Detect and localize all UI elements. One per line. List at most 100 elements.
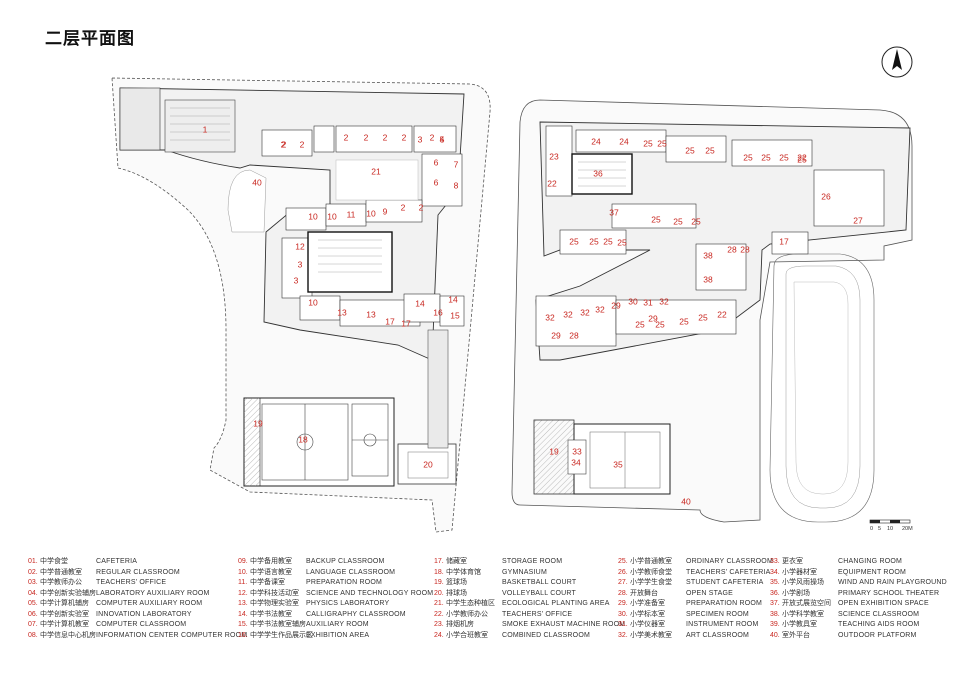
room-label-left-21: 10 xyxy=(366,208,376,218)
legend-chinese-label: 中学体育馆 xyxy=(446,568,481,576)
north-arrow-icon xyxy=(881,46,913,78)
room-label-right-40: 25 xyxy=(698,312,708,322)
legend-english-label: PRIMARY SCHOOL THEATER xyxy=(838,589,940,597)
room-label-left-4: 2 xyxy=(364,132,369,142)
legend-chinese-label: 开放舞台 xyxy=(630,589,658,597)
legend-number: 21. xyxy=(434,600,444,607)
room-label-right-42: 29 xyxy=(648,313,658,323)
legend-number: 29. xyxy=(618,600,628,607)
legend-chinese-label: 小学器材室 xyxy=(782,568,817,576)
room-label-left-5: 2 xyxy=(383,132,388,142)
room-label-left-27: 3 xyxy=(294,275,299,285)
legend-english-label: ORDINARY CLASSROOM xyxy=(686,558,773,565)
legend-number: 25. xyxy=(618,558,628,565)
legend-english-label: BASKETBALL COURT xyxy=(502,579,577,586)
room-label-right-33: 29 xyxy=(611,300,621,310)
room-label-right-16: 25 xyxy=(651,214,661,224)
legend-number: 05. xyxy=(28,600,38,607)
legend-chinese-label: 中学书法教室辅房 xyxy=(250,621,306,628)
legend-chinese-label: 小学学生食堂 xyxy=(630,579,672,586)
legend-number: 26. xyxy=(618,568,628,576)
legend-chinese-label: 中学创新实验室 xyxy=(40,610,89,618)
legend-chinese-label: 小学普通教室 xyxy=(630,558,672,565)
room-label-left-16: 6 xyxy=(434,177,439,187)
legend-chinese-label: 储藏室 xyxy=(446,558,467,565)
legend-item: 37.开放式展览空间 OPEN EXHIBITION SPACE xyxy=(770,599,947,610)
legend-number: 18. xyxy=(434,568,444,576)
right-campus-plan xyxy=(511,99,913,523)
room-label-right-46: 35 xyxy=(613,459,623,469)
legend-english-label: SCIENCE CLASSROOM xyxy=(838,610,920,618)
legend-chinese-label: 中学创新实验辅房 xyxy=(40,589,96,597)
legend-number: 15. xyxy=(238,621,248,628)
legend-english-label: STUDENT CAFETERIA xyxy=(686,579,764,586)
legend-english-label: OPEN EXHIBITION SPACE xyxy=(838,600,929,607)
legend-chinese-label: 篮球场 xyxy=(446,579,467,586)
room-label-right-9: 25 xyxy=(743,152,753,162)
legend-chinese-label: 排球场 xyxy=(446,589,467,597)
legend-english-label: SPECIMEN ROOM xyxy=(686,610,749,618)
legend-number: 37. xyxy=(770,600,780,607)
room-label-right-4: 25 xyxy=(685,145,695,155)
room-label-right-14: 26 xyxy=(821,191,831,201)
legend-number: 10. xyxy=(238,568,248,576)
legend-english-label: COMBINED CLASSROOM xyxy=(502,631,590,639)
legend-chinese-label: 小学合班教室 xyxy=(446,631,488,639)
legend-english-label: REGULAR CLASSROOM xyxy=(96,568,180,576)
room-label-left-34: 16 xyxy=(433,307,443,317)
room-label-right-2: 25 xyxy=(643,138,653,148)
room-label-left-37: 18 xyxy=(298,434,308,444)
legend-english-label: CAFETERIA xyxy=(96,558,138,565)
room-label-right-30: 32 xyxy=(563,309,573,319)
room-label-left-14: 6 xyxy=(434,157,439,167)
legend-chinese-label: 开放式展览空间 xyxy=(782,600,831,607)
room-label-left-24: 2 xyxy=(419,202,424,212)
legend-chinese-label: 小学科学教室 xyxy=(782,610,824,618)
legend-number: 06. xyxy=(28,610,38,618)
scale-label-20m: 20M xyxy=(902,526,913,532)
legend-number: 22. xyxy=(434,610,444,618)
legend-english-label: INFORMATION CENTER COMPUTER ROOM xyxy=(96,631,248,639)
legend-chinese-label: 中学食堂 xyxy=(40,558,68,565)
legend-english-label: TEACHERS' CAFETERIA xyxy=(686,568,771,576)
legend-number: 32. xyxy=(618,631,628,639)
legend-english-label: SMOKE EXHAUST MACHINE ROOM xyxy=(502,621,626,628)
legend-english-label: LABORATORY AUXILIARY ROOM xyxy=(96,589,210,597)
legend-chinese-label: 小学准备室 xyxy=(630,600,665,607)
room-label-left-18: 10 xyxy=(308,211,318,221)
room-label-left-13: 21 xyxy=(371,166,381,176)
room-label-right-13: 22 xyxy=(797,152,807,162)
legend-english-label: OUTDOOR PLATFORM xyxy=(838,631,917,639)
room-label-left-35: 15 xyxy=(450,310,460,320)
legend-english-label: INSTRUMENT ROOM xyxy=(686,621,759,628)
page-title: 二层平面图 xyxy=(45,29,135,48)
legend-number: 19. xyxy=(434,579,444,586)
room-label-left-0: 1 xyxy=(203,124,208,134)
room-label-left-28: 10 xyxy=(308,297,318,307)
room-label-right-24: 28 xyxy=(727,244,737,254)
legend-number: 20. xyxy=(434,589,444,597)
